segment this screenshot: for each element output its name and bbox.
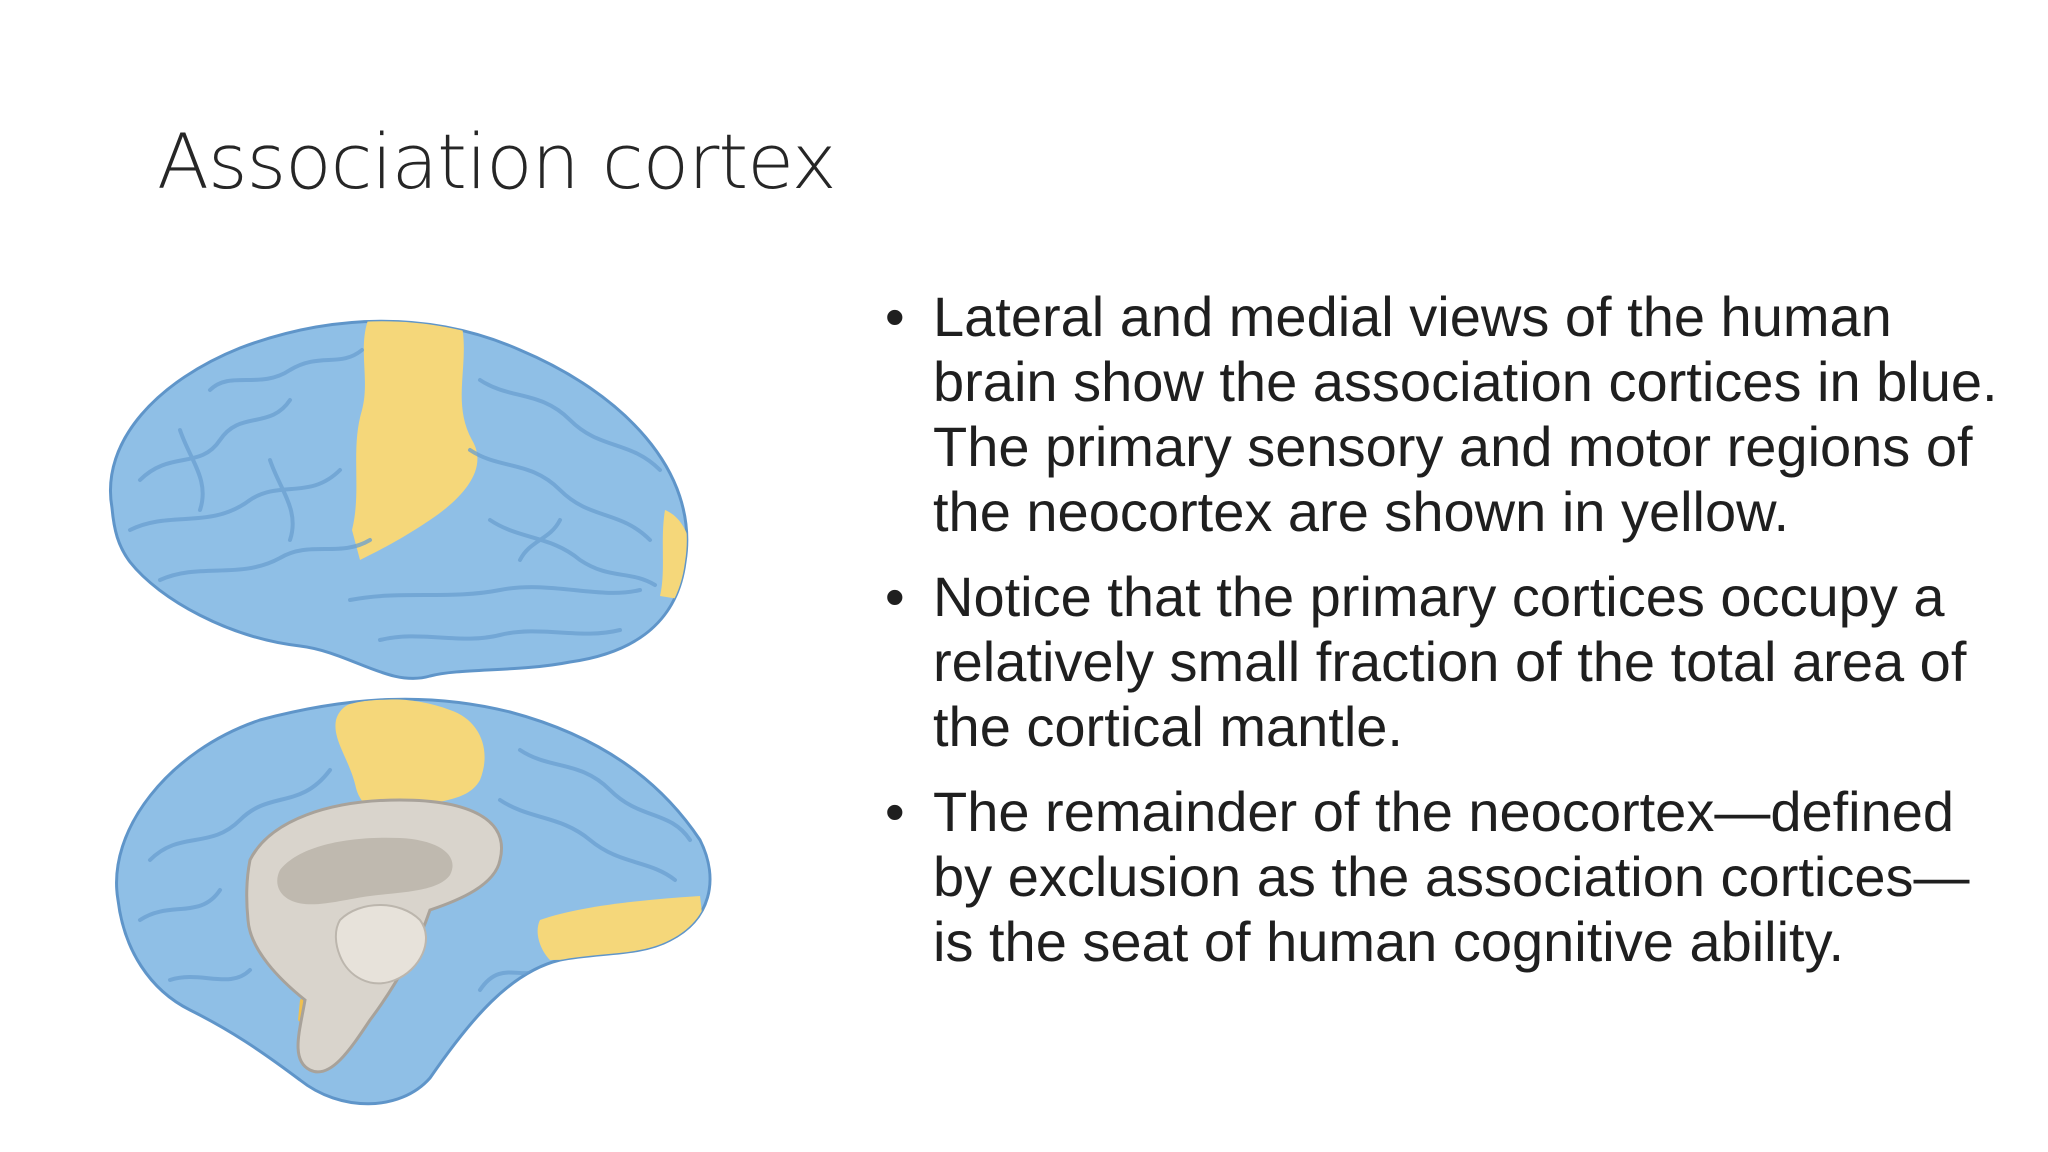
bullet-list: • Lateral and medial views of the human … bbox=[885, 284, 2005, 994]
lateral-gyri bbox=[128, 348, 662, 642]
medial-brain-view bbox=[115, 697, 712, 1106]
bullet-item: • The remainder of the neocortex—defined… bbox=[885, 779, 2005, 974]
bullet-marker: • bbox=[885, 780, 905, 843]
slide-title: Association cortex bbox=[157, 117, 837, 206]
bullet-marker: • bbox=[885, 285, 905, 348]
medial-gyri bbox=[138, 748, 692, 992]
ventricle-shadow bbox=[277, 837, 453, 905]
bullet-item: • Notice that the primary cortices occup… bbox=[885, 564, 2005, 759]
bullet-text: The remainder of the neocortex—defined b… bbox=[933, 780, 1970, 973]
bullet-text: Lateral and medial views of the human br… bbox=[933, 285, 1998, 543]
bullet-marker: • bbox=[885, 565, 905, 628]
lateral-brain-view bbox=[109, 319, 689, 680]
bullet-item: • Lateral and medial views of the human … bbox=[885, 284, 2005, 544]
thalamus-region bbox=[334, 904, 427, 985]
brain-illustration bbox=[109, 319, 712, 1106]
brain-figure bbox=[100, 300, 740, 1120]
bullet-text: Notice that the primary cortices occupy … bbox=[933, 565, 1967, 758]
